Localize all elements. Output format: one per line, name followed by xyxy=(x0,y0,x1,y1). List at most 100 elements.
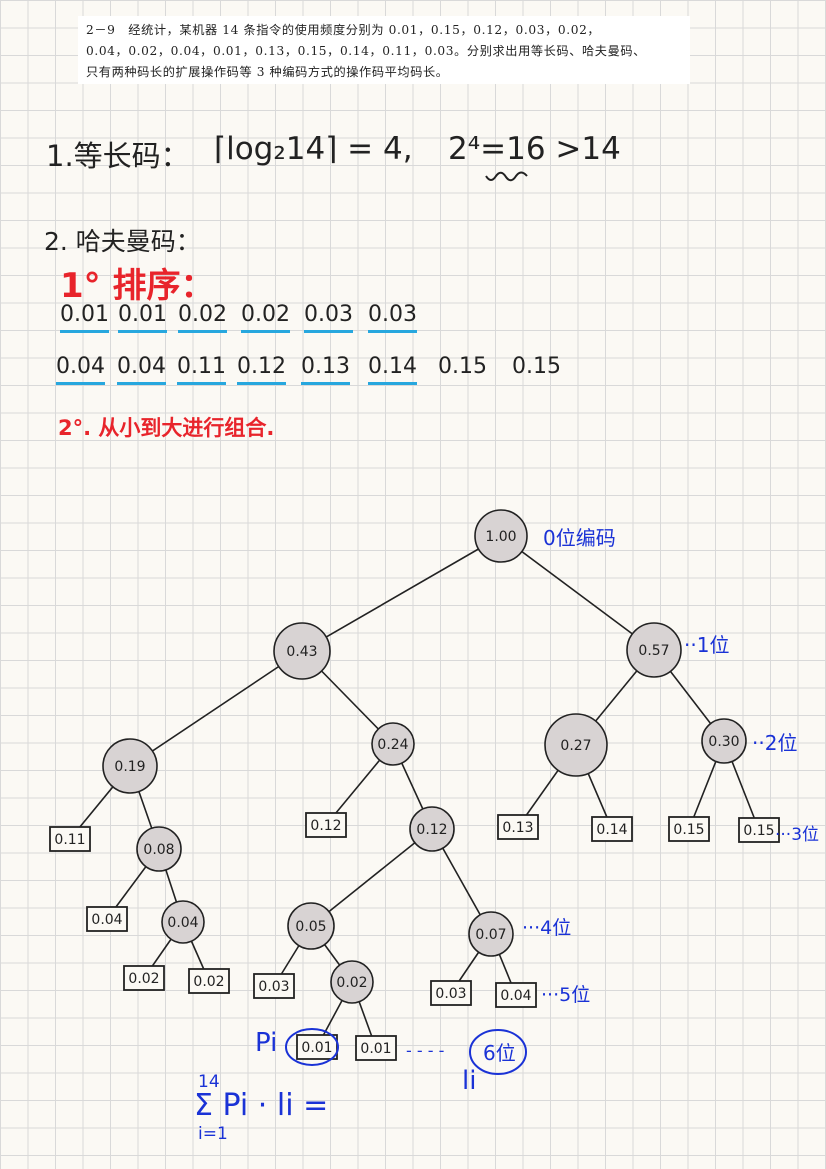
sorted-value: 0.03 xyxy=(304,302,353,333)
leaf-node: 0.11 xyxy=(49,826,91,852)
tree-edges xyxy=(69,535,760,1049)
node-label: 0.07 xyxy=(475,927,506,943)
sorted-value: 0.04 xyxy=(56,354,105,385)
node-label: 0.13 xyxy=(502,820,533,836)
sorted-value: 0.02 xyxy=(241,302,290,333)
sum-formula: Σ Pi · li = xyxy=(194,1088,329,1123)
leaf-node: 0.14 xyxy=(591,816,633,842)
leaf-node: 0.15 xyxy=(668,816,710,842)
node-label: 0.11 xyxy=(54,832,85,848)
highlight-circle xyxy=(285,1028,339,1066)
power-check: 2⁴=16 >14 xyxy=(448,131,621,167)
node-label: 0.08 xyxy=(143,842,174,858)
internal-node: 0.27 xyxy=(544,713,608,777)
node-label: 0.03 xyxy=(435,986,466,1002)
level-note: - - - - xyxy=(406,1041,444,1060)
internal-node: 0.02 xyxy=(330,960,374,1004)
node-label: 0.05 xyxy=(295,919,326,935)
internal-node: 0.08 xyxy=(136,826,182,872)
leaf-node: 0.12 xyxy=(305,812,347,838)
sorted-value: 0.15 xyxy=(512,354,561,379)
node-label: 0.12 xyxy=(310,818,341,834)
internal-node: 0.43 xyxy=(273,622,331,680)
leaf-node: 0.02 xyxy=(188,968,230,994)
node-label: 0.12 xyxy=(416,822,447,838)
node-label: 0.01 xyxy=(360,1041,391,1057)
level-note: ··1位 xyxy=(684,633,729,657)
leaf-node: 0.03 xyxy=(430,980,472,1006)
node-label: 0.19 xyxy=(114,759,145,775)
node-label: 0.04 xyxy=(167,915,198,931)
equal-length-formula: ⌈log₂14⌉ = 4, xyxy=(214,131,413,167)
node-label: 0.15 xyxy=(743,823,774,839)
problem-line-3: 只有两种码长的扩展操作码等 3 种编码方式的操作码平均码长。 xyxy=(86,65,449,79)
leaf-node: 0.02 xyxy=(123,965,165,991)
level-note: ···4位 xyxy=(522,917,571,939)
sort-step-label: 1° 排序： xyxy=(60,266,215,306)
sorted-value: 0.11 xyxy=(177,354,226,385)
node-label: 0.04 xyxy=(91,912,122,928)
sorted-value: 0.12 xyxy=(237,354,286,385)
sorted-value: 0.02 xyxy=(178,302,227,333)
node-label: 0.03 xyxy=(258,979,289,995)
node-label: 0.01 xyxy=(301,1040,332,1056)
combine-step-label: 2°. 从小到大进行组合. xyxy=(58,416,275,440)
node-label: 0.15 xyxy=(673,822,704,838)
equal-length-label: 1.等长码： xyxy=(46,139,190,173)
node-label: 0.14 xyxy=(596,822,627,838)
sum-upper-limit: 14 xyxy=(198,1072,220,1092)
leaf-node: 0.03 xyxy=(253,973,295,999)
level-note: 6位 xyxy=(483,1041,516,1065)
li-label: li xyxy=(462,1066,477,1096)
leaf-node: 0.04 xyxy=(495,982,537,1008)
leaf-node: 0.01 xyxy=(355,1035,397,1061)
leaf-node: 0.01 xyxy=(296,1034,338,1060)
highlight-circle xyxy=(469,1029,527,1075)
problem-statement: 2－9 经统计，某机器 14 条指令的使用频度分别为 0.01，0.15，0.1… xyxy=(78,16,690,84)
leaf-node: 0.13 xyxy=(497,814,539,840)
sorted-value: 0.13 xyxy=(301,354,350,385)
tree-edge xyxy=(500,535,655,651)
internal-node: 0.24 xyxy=(371,722,415,766)
level-note: ···5位 xyxy=(541,984,590,1006)
sorted-value: 0.15 xyxy=(438,354,487,379)
sum-lower-limit: i=1 xyxy=(198,1124,228,1144)
internal-node: 0.30 xyxy=(701,718,747,764)
problem-line-1: 2－9 经统计，某机器 14 条指令的使用频度分别为 0.01，0.15，0.1… xyxy=(86,23,601,37)
internal-node: 0.12 xyxy=(409,806,455,852)
internal-node: 0.19 xyxy=(102,738,158,794)
pi-label: Pi xyxy=(255,1028,278,1058)
leaf-node: 0.15 xyxy=(738,817,780,843)
node-label: 0.04 xyxy=(500,988,531,1004)
node-label: 0.02 xyxy=(336,975,367,991)
level-note: ···3位 xyxy=(775,825,819,845)
node-label: 0.43 xyxy=(286,644,317,660)
tree-edge xyxy=(129,650,303,767)
internal-node: 0.57 xyxy=(626,622,682,678)
node-label: 0.57 xyxy=(638,643,669,659)
node-label: 0.02 xyxy=(193,974,224,990)
tree-edge xyxy=(301,535,502,652)
internal-node: 0.05 xyxy=(287,902,335,950)
sorted-value: 0.14 xyxy=(368,354,417,385)
node-label: 0.27 xyxy=(560,738,591,754)
sorted-value: 0.04 xyxy=(117,354,166,385)
node-label: 0.30 xyxy=(708,734,739,750)
internal-node: 1.00 xyxy=(474,509,528,563)
level-note: 0位编码 xyxy=(543,526,616,550)
node-label: 1.00 xyxy=(485,529,516,545)
internal-node: 0.07 xyxy=(468,911,514,957)
sorted-value: 0.03 xyxy=(368,302,417,333)
node-label: 0.24 xyxy=(377,737,408,753)
node-label: 0.02 xyxy=(128,971,159,987)
internal-node: 0.04 xyxy=(161,900,205,944)
sorted-value: 0.01 xyxy=(118,302,167,333)
huffman-label: 2. 哈夫曼码： xyxy=(44,227,201,256)
sorted-value: 0.01 xyxy=(60,302,109,333)
tree-edge xyxy=(310,828,433,927)
problem-line-2: 0.04，0.02，0.04，0.01，0.13，0.15，0.14，0.11，… xyxy=(86,44,646,58)
level-note: ··2位 xyxy=(752,731,797,755)
leaf-node: 0.04 xyxy=(86,906,128,932)
squiggle-underline xyxy=(485,171,528,182)
